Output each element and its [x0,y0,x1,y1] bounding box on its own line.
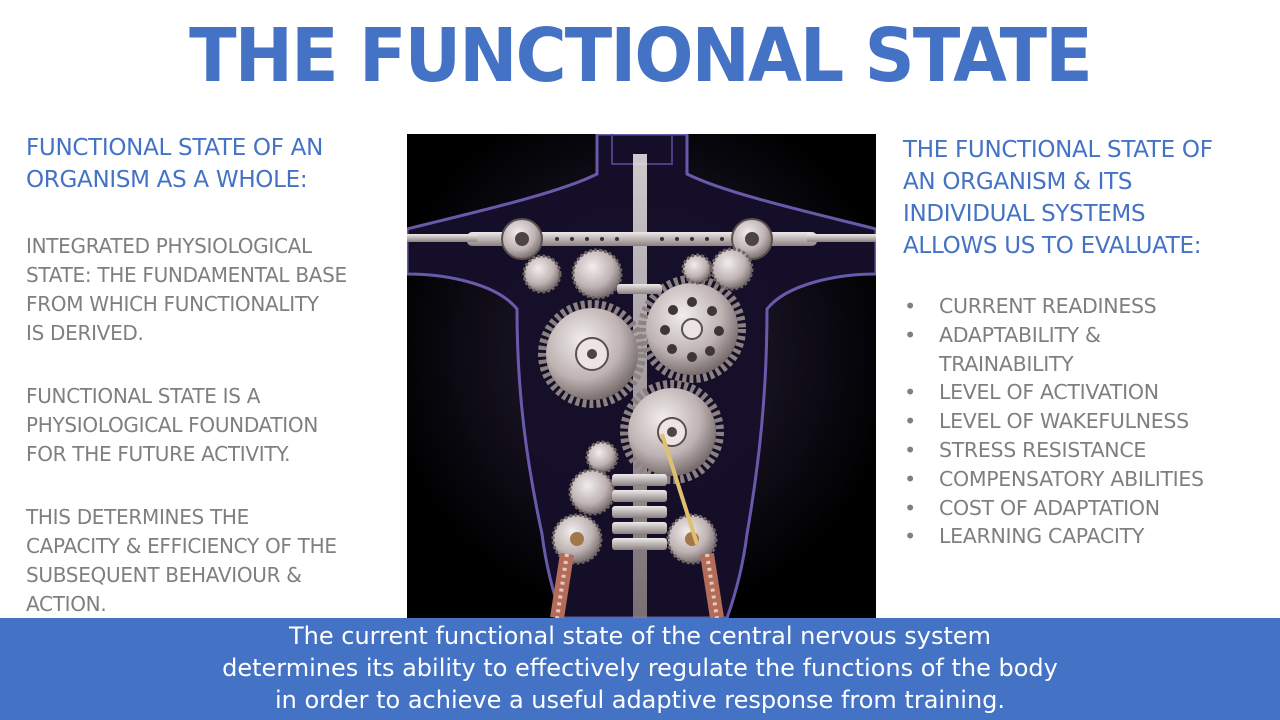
right-heading-line: INDIVIDUAL SYSTEMS [903,201,1146,227]
evaluation-list: • CURRENT READINESS • ADAPTABILITY & TRAINA… [903,292,1273,551]
paragraph-line: IS DERIVED. [26,321,144,345]
bullet-icon: • [904,294,916,318]
list-item: • LEARNING CAPACITY [903,522,1273,551]
paragraph-line: CAPACITY & EFFICIENCY OF THE [26,534,337,558]
list-item: • CURRENT READINESS [903,292,1273,321]
right-column: THE FUNCTIONAL STATE OF AN ORGANISM & IT… [903,134,1273,551]
right-heading: THE FUNCTIONAL STATE OF AN ORGANISM & IT… [903,134,1273,262]
paragraph-line: FUNCTIONAL STATE IS A [26,384,261,408]
banner-line: The current functional state of the cent… [288,622,991,650]
list-item: • COMPENSATORY ABILITIES [903,465,1273,494]
gear-right-large [638,275,746,383]
list-item: • LEVEL OF WAKEFULNESS [903,407,1273,436]
paragraph-line: STATE: THE FUNDAMENTAL BASE [26,263,347,287]
list-item-label: COST OF ADAPTATION [939,495,1160,520]
bullet-icon: • [904,437,916,462]
bullet-icon: • [904,380,916,405]
left-heading-line: FUNCTIONAL STATE OF AN [26,135,324,161]
paragraph-line: INTEGRATED PHYSIOLOGICAL [26,234,312,258]
gear-left-large [538,300,646,408]
torso-gears-illustration [405,132,878,620]
list-item-label: CURRENT READINESS [939,294,1157,318]
right-heading-line: ALLOWS US TO EVALUATE: [903,233,1202,259]
paragraph-line: FROM WHICH FUNCTIONALITY [26,292,319,316]
bullet-icon: • [904,524,916,549]
list-item: • COST OF ADAPTATION [903,494,1273,523]
paragraph-line: FOR THE FUTURE ACTIVITY. [26,442,291,466]
right-heading-line: AN ORGANISM & ITS [903,169,1133,195]
banner-line: determines its ability to effectively re… [222,654,1058,682]
bullet-icon: • [904,409,916,434]
torso-gears-svg [405,132,878,620]
left-paragraph-capacity: THIS DETERMINES THE CAPACITY & EFFICIENC… [26,503,396,619]
list-item-label: ADAPTABILITY & [939,322,1101,347]
paragraph-line: SUBSEQUENT BEHAVIOUR & [26,563,302,587]
left-paragraph-foundation: FUNCTIONAL STATE IS A PHYSIOLOGICAL FOUN… [26,382,396,469]
list-item: • STRESS RESISTANCE [903,436,1273,465]
bullet-icon: • [904,495,916,520]
banner-text: The current functional state of the cent… [0,620,1280,716]
paragraph-line: THIS DETERMINES THE [26,505,249,529]
left-heading: FUNCTIONAL STATE OF AN ORGANISM AS A WHO… [26,132,396,196]
slide-title: THE FUNCTIONAL STATE [189,13,1093,99]
list-item: • ADAPTABILITY & TRAINABILITY [903,321,1273,379]
summary-banner: The current functional state of the cent… [0,618,1280,720]
left-heading-line: ORGANISM AS A WHOLE: [26,167,308,193]
left-paragraph-integrated: INTEGRATED PHYSIOLOGICAL STATE: THE FUND… [26,232,396,348]
left-column: FUNCTIONAL STATE OF AN ORGANISM AS A WHO… [26,132,396,619]
list-item-label: LEVEL OF WAKEFULNESS [939,409,1189,434]
bullet-icon: • [904,466,916,491]
right-heading-line: THE FUNCTIONAL STATE OF [903,137,1213,163]
bullet-icon: • [904,322,916,347]
list-item-label: COMPENSATORY ABILITIES [939,466,1204,491]
list-item: • LEVEL OF ACTIVATION [903,378,1273,407]
list-item-label: LEVEL OF ACTIVATION [939,380,1159,405]
list-item-label: LEARNING CAPACITY [939,524,1145,549]
paragraph-line: PHYSIOLOGICAL FOUNDATION [26,413,319,437]
list-item-label-continued: TRAINABILITY [939,351,1074,376]
paragraph-line: ACTION. [26,592,107,616]
list-item-label: STRESS RESISTANCE [939,437,1146,462]
banner-line: in order to achieve a useful adaptive re… [274,686,1006,714]
